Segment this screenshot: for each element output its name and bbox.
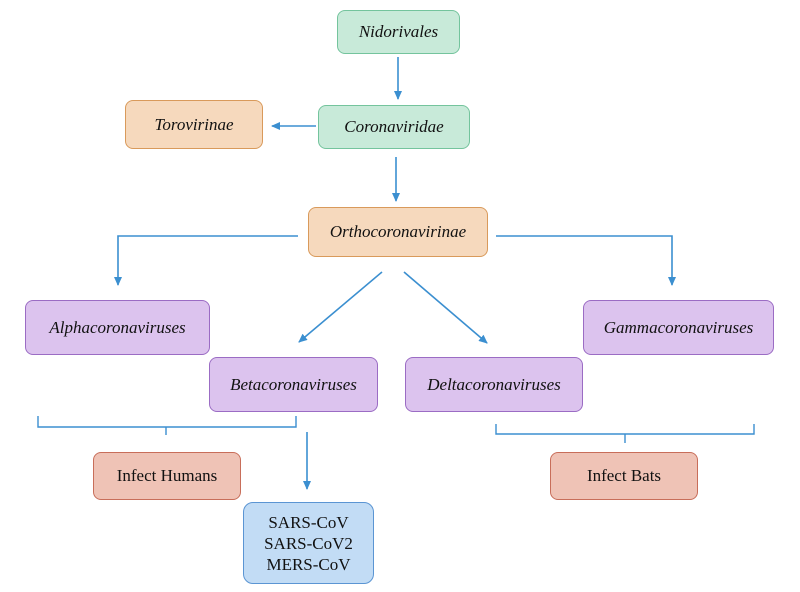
node-label: Betacoronaviruses: [230, 374, 357, 394]
node-torovirinae: Torovirinae: [125, 100, 263, 149]
node-label: Alphacoronaviruses: [49, 317, 186, 337]
node-betacoronaviruses: Betacoronaviruses: [209, 357, 378, 412]
node-infect-humans: Infect Humans: [93, 452, 241, 500]
node-label: Infect Humans: [116, 466, 218, 485]
node-label: Orthocoronavirinae: [329, 222, 467, 241]
node-label: Nidorivales: [358, 22, 439, 41]
arrow-ortho-delta: [403, 271, 488, 344]
node-orthocoronavirinae: Orthocoronavirinae: [308, 207, 488, 257]
virus-label: MERS-CoV: [266, 554, 351, 574]
node-label: Deltacoronaviruses: [427, 374, 561, 394]
bracket-left: [37, 416, 297, 435]
arrow-ortho-alpha: [114, 235, 298, 286]
node-coronaviridae: Coronaviridae: [318, 105, 470, 149]
node-label: Gammacoronaviruses: [603, 317, 754, 337]
virus-label: SARS-CoV: [268, 512, 349, 532]
virus-label: SARS-CoV2: [264, 533, 353, 553]
bracket-right: [495, 424, 755, 443]
node-label: Torovirinae: [154, 114, 234, 134]
node-alphacoronaviruses: Alphacoronaviruses: [25, 300, 210, 355]
arrow-ortho-beta: [298, 271, 383, 343]
node-nidorivales: Nidorivales: [337, 10, 460, 54]
arrow-ortho-gamma: [496, 235, 676, 286]
node-gammacoronaviruses: Gammacoronaviruses: [583, 300, 774, 355]
node-infect-bats: Infect Bats: [550, 452, 698, 500]
node-deltacoronaviruses: Deltacoronaviruses: [405, 357, 583, 412]
node-label: Infect Bats: [586, 466, 662, 485]
node-label: Coronaviridae: [344, 117, 444, 136]
node-human-viruses: SARS-CoV SARS-CoV2 MERS-CoV: [243, 502, 374, 584]
